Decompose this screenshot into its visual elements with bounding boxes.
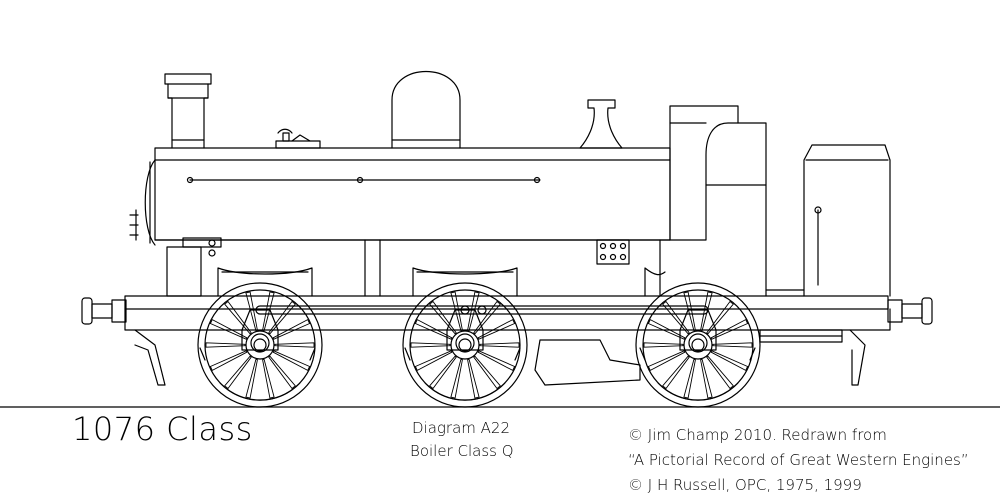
chimney	[164, 73, 212, 149]
safety-valve-cover	[579, 99, 623, 149]
spring-hangers	[217, 267, 666, 297]
coupling-rod	[255, 305, 709, 315]
saddle-tank	[154, 147, 671, 241]
wheel-middle	[402, 282, 528, 408]
running-plate	[124, 295, 891, 343]
credit-line: © Jim Champ 2010. Redrawn from	[628, 426, 887, 444]
cab	[669, 105, 891, 297]
front-buffer	[81, 297, 127, 325]
sandbox-panel	[596, 239, 630, 265]
credit-line: © J H Russell, OPC, 1975, 1999	[628, 476, 862, 494]
front-sandbox	[166, 237, 222, 297]
rear-buffer	[887, 297, 933, 325]
wheel-rear	[635, 282, 761, 408]
credit-line: “A Pictorial Record of Great Western Eng…	[628, 451, 969, 469]
boiler-class-label: Boiler Class Q	[410, 442, 514, 460]
driving-wheels	[197, 282, 761, 408]
diagram-label: Diagram A22	[412, 419, 510, 437]
class-title: 1076 Class	[72, 410, 253, 448]
whistle	[275, 128, 321, 149]
dome	[391, 70, 461, 149]
wheel-front	[197, 282, 323, 408]
smokebox-door	[129, 159, 156, 246]
